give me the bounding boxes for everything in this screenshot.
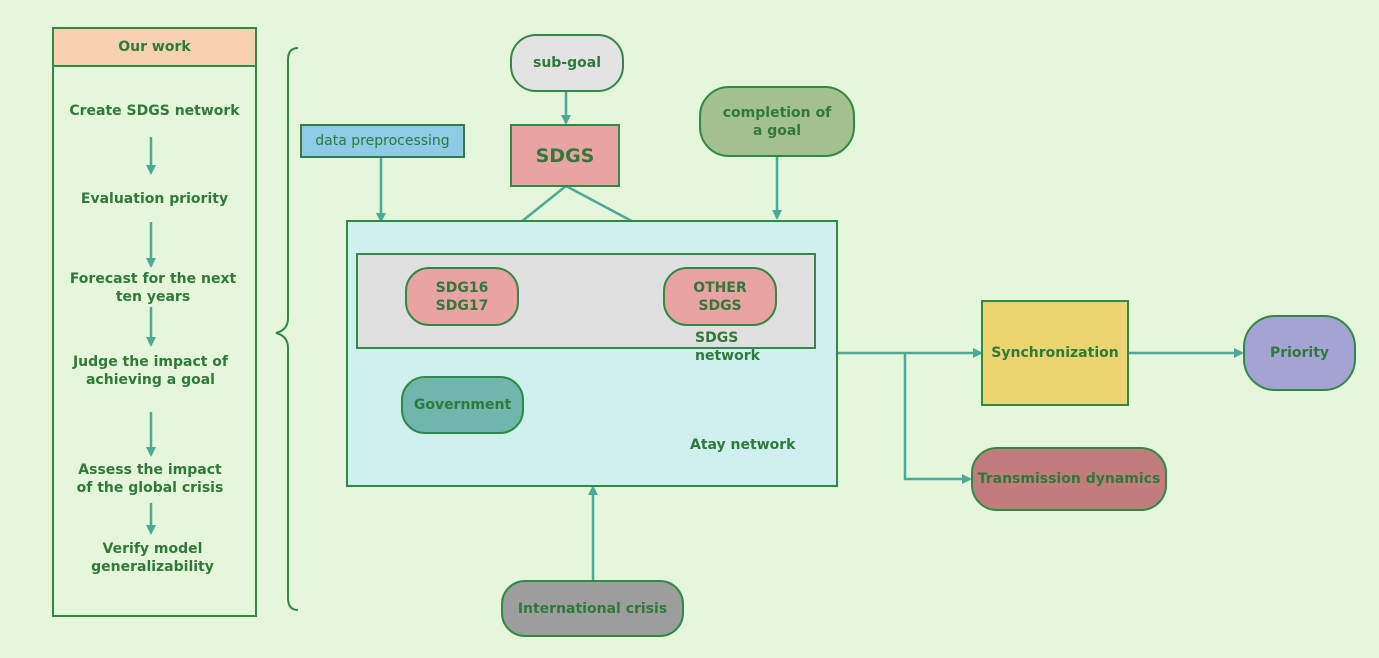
our-work-title: Our work [52, 27, 257, 67]
international-crisis-node: International crisis [501, 580, 684, 637]
data-preprocessing-node: data preprocessing [300, 124, 465, 158]
completion-of-goal-node: completion of a goal [699, 86, 855, 157]
synchronization-node: Synchronization [981, 300, 1129, 406]
step-forecast: Forecast for the next ten years [69, 271, 237, 305]
step-assess-crisis: Assess the impact of the global crisis [76, 462, 224, 496]
step-evaluation-priority: Evaluation priority [80, 191, 229, 207]
atay-network-label: Atay network [690, 437, 796, 453]
sdgs-node: SDGS [510, 124, 620, 187]
priority-node: Priority [1243, 315, 1356, 391]
government-node: Government [401, 376, 524, 434]
other-sdgs-node: OTHER SDGS [663, 267, 777, 326]
transmission-dynamics-node: Transmission dynamics [971, 447, 1167, 511]
atay-to-transmission-arrow [903, 353, 972, 484]
sub-goal-node: sub-goal [510, 34, 624, 92]
sdgs-network-label: SDGS network [695, 330, 760, 364]
curly-brace [275, 47, 299, 611]
step-judge-impact: Judge the impact of achieving a goal [72, 354, 229, 388]
step-verify-model: Verify model generalizability [91, 541, 214, 575]
sdg16-sdg17-node: SDG16 SDG17 [405, 267, 519, 326]
step-create-network: Create SDGS network [69, 103, 240, 119]
